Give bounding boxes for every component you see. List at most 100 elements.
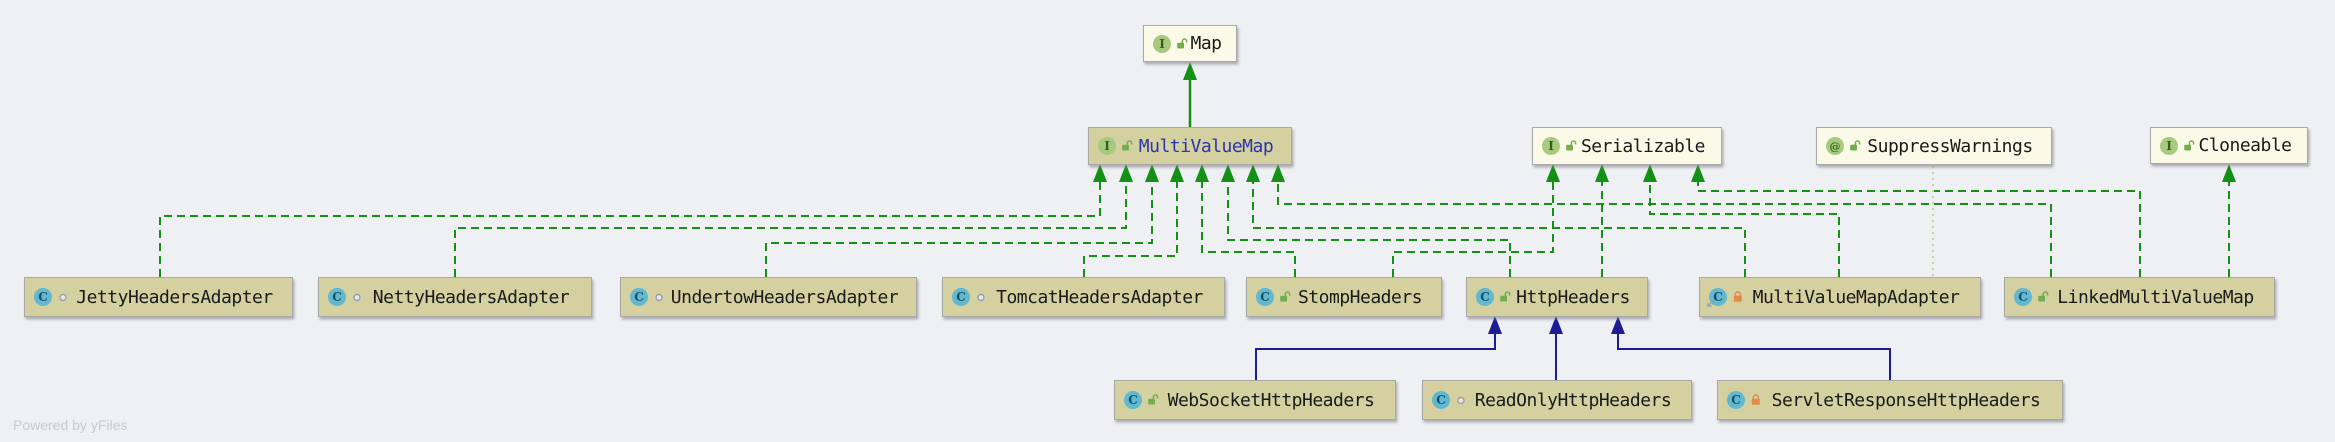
class-icon: C [1727,391,1745,409]
node-label: LinkedMultiValueMap [2057,286,2254,308]
package-private-icon [59,293,67,302]
class-node-ServletResponseHttpHeaders[interactable]: C ServletResponseHttpHeaders [1717,380,2063,420]
class-node-LinkedMultiValueMap[interactable]: C LinkedMultiValueMap [2004,277,2275,317]
package-private-icon [1457,396,1465,405]
arrowhead-HttpHeaders-to-MultiValueMap [1221,164,1235,182]
interface-icon: I [1542,137,1560,155]
arrowhead-HttpHeaders-to-Serializable [1595,164,1609,182]
open-lock-icon [1122,140,1133,151]
visibility-icon [1279,291,1291,303]
open-lock-icon [1148,394,1159,405]
class-icon: C [328,288,346,306]
visibility-icon [653,291,665,303]
class-node-StompHeaders[interactable]: C StompHeaders [1246,277,1442,317]
class-icon: C [952,288,970,306]
interface-node-Serializable[interactable]: I Serializable [1532,127,1722,165]
visibility-icon [1121,140,1133,152]
node-label: Serializable [1580,135,1706,157]
node-label: WebSocketHttpHeaders [1167,389,1375,411]
visibility-icon [1176,37,1188,50]
node-label: ReadOnlyHttpHeaders [1474,389,1672,411]
node-label: TomcatHeadersAdapter [996,286,1203,308]
closed-lock-icon [1733,291,1742,302]
visibility-icon [1750,394,1762,406]
class-node-WebSocketHttpHeaders[interactable]: C WebSocketHttpHeaders [1114,380,1396,420]
visibility-icon [2037,291,2049,303]
edge-StompHeaders-to-MultiValueMap [1201,181,1296,277]
arrowhead-StompHeaders-to-MultiValueMap [1195,164,1209,182]
class-node-ReadOnlyHttpHeaders[interactable]: C ReadOnlyHttpHeaders [1422,380,1692,420]
open-lock-icon [1280,291,1291,302]
arrowhead-UndertowHeadersAdapter-to-MultiValueMap [1145,164,1159,182]
node-icons: C [1256,288,1291,306]
class-icon: C [1707,288,1727,307]
node-icons: @ [1826,137,1861,155]
visibility-icon [1147,394,1159,406]
closed-lock-icon [1751,394,1760,405]
edge-MultiValueMapAdapter-to-MultiValueMap [1252,181,1746,277]
edge-StompHeaders-to-Serializable [1392,181,1554,277]
edge-MultiValueMapAdapter-to-Serializable [1649,181,1840,277]
powered-by-yfiles-label: Powered by yFiles [13,417,128,433]
node-label: MultiValueMap [1138,135,1274,157]
edge-JettyHeadersAdapter-to-MultiValueMap [159,181,1101,277]
open-lock-icon [1500,291,1511,302]
edge-TomcatHeadersAdapter-to-MultiValueMap [1083,181,1178,277]
node-icons: C [2014,288,2049,306]
node-label: JettyHeadersAdapter [76,286,273,308]
arrowhead-MultiValueMapAdapter-to-MultiValueMap [1246,164,1260,182]
node-icons: C [1727,391,1762,409]
edge-HttpHeaders-to-MultiValueMap [1227,181,1511,277]
arrowhead-JettyHeadersAdapter-to-MultiValueMap [1093,164,1107,182]
static-class-marker-icon [1707,300,1714,307]
open-lock-icon [2184,139,2195,150]
node-icons: C [34,288,69,306]
interface-icon: I [1153,34,1171,53]
node-icons: I [1153,34,1188,53]
arrowhead-MultiValueMapAdapter-to-Serializable [1643,164,1657,182]
node-icons: I [1542,137,1577,155]
interface-icon: I [2160,136,2178,155]
visibility-icon [351,291,363,303]
open-lock-icon [1566,140,1577,151]
arrowhead-WebSocketHttpHeaders-to-HttpHeaders [1488,316,1502,334]
visibility-icon [57,291,69,303]
arrowhead-StompHeaders-to-Serializable [1546,164,1560,182]
visibility-icon [1849,140,1861,152]
visibility-icon [1565,140,1577,152]
arrowhead-TomcatHeadersAdapter-to-MultiValueMap [1170,164,1184,182]
edge-LinkedMultiValueMap-to-MultiValueMap [1277,181,2052,277]
visibility-icon [975,291,987,303]
class-icon: C [1256,288,1274,306]
class-node-TomcatHeadersAdapter[interactable]: C TomcatHeadersAdapter [942,277,1225,317]
open-lock-icon [2038,291,2049,302]
package-private-icon [977,293,985,302]
interface-node-Cloneable[interactable]: I Cloneable [2150,127,2308,164]
node-icons: C [1124,391,1159,409]
package-private-icon [655,293,663,302]
class-icon: C [1124,391,1142,409]
node-label: ServletResponseHttpHeaders [1771,389,2041,411]
open-lock-icon [1850,140,1861,151]
edge-NettyHeadersAdapter-to-MultiValueMap [454,181,1127,277]
node-label: StompHeaders [1297,286,1423,308]
annotation-node-SuppressWarnings[interactable]: @ SuppressWarnings [1816,127,2052,165]
node-icons: C [1707,288,1744,307]
node-label: SuppressWarnings [1867,135,2033,157]
class-icon: C [2014,288,2032,306]
class-icon: C [1432,391,1450,409]
node-label: Cloneable [2198,135,2292,156]
open-lock-icon [1177,37,1188,48]
class-node-JettyHeadersAdapter[interactable]: C JettyHeadersAdapter [24,277,293,317]
edge-WebSocketHttpHeaders-to-HttpHeaders [1255,333,1496,380]
node-icons: C [328,288,363,306]
edge-LinkedMultiValueMap-to-Serializable [1697,181,2141,277]
